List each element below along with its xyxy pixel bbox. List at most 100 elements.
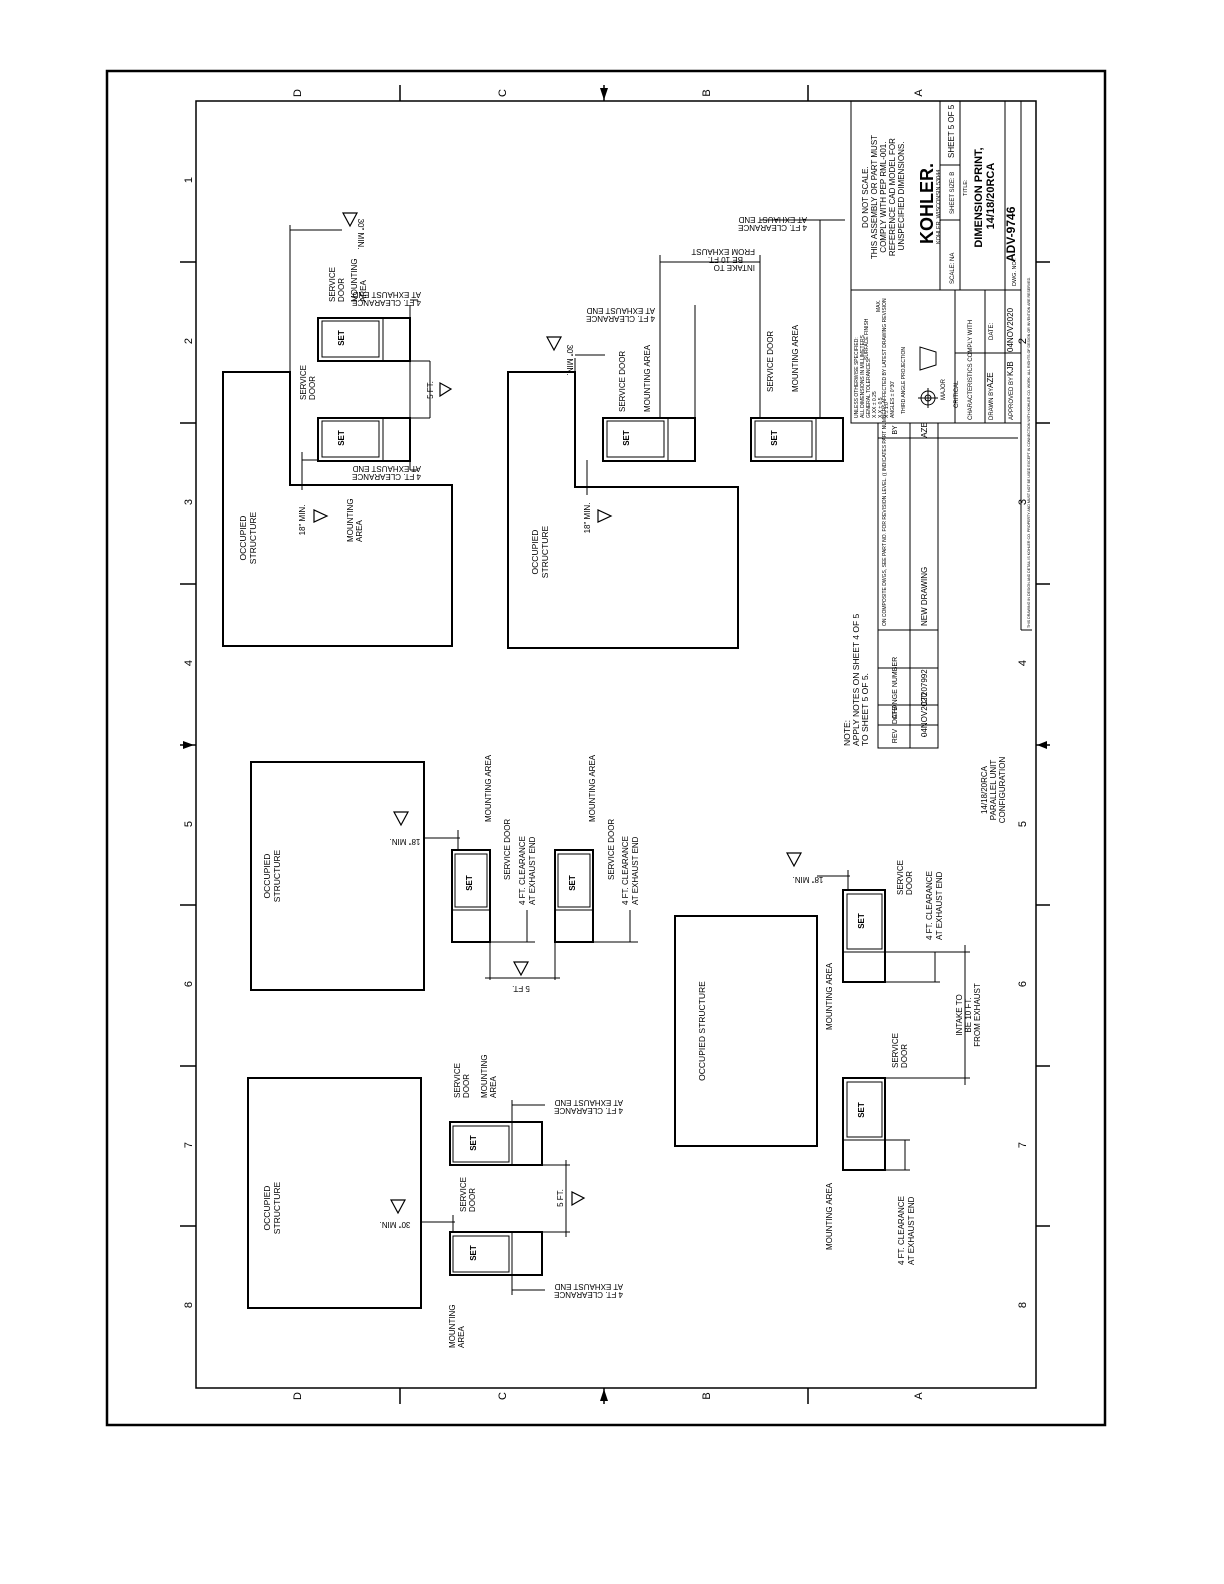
callout-label: MOUNTINGAREA [480,1054,498,1098]
by-header: BY [892,425,899,435]
callout-label: SERVICE DOOR [607,819,616,880]
occupied-structure-label: OCCUPIED STRUCTURE [697,981,707,1081]
generator-set [842,889,886,983]
occupied-structure-label: OCCUPIEDSTRUCTURE [530,525,550,578]
note-triangle-icon [439,381,453,398]
clearance-label: AT EXHAUST END [935,871,944,940]
set-label: SET [469,1245,478,1261]
configuration-2: OCCUPIEDSTRUCTURE SET SET 30" MIN. 18" M… [507,215,845,649]
change-header: CHANGE NUMBER [892,657,899,719]
zone-number: 8 [183,1302,195,1308]
clearance-label: 4 FT. CLEARANCE [518,836,527,905]
zone-number: 6 [183,981,195,987]
company-address: KOHLER, WISCONSIN 53044 [936,170,942,244]
dimension-label: 5 FT. [426,381,435,399]
zone-number: 4 [183,660,195,666]
set-label: SET [568,875,577,891]
clearance-label: 4 FT. CLEARANCE [897,1196,906,1265]
dimension-label: 18" MIN. [793,875,824,884]
clearance-label: 4 FT. CLEARANCE [738,223,807,232]
zone-number: 5 [183,821,195,827]
outer-border [105,69,1107,1427]
callout-label: MOUNTING AREA [484,754,493,822]
characteristics-label: CHARACTERISTICS COMPLY WITH [968,320,974,420]
description-value: NEW DRAWING [920,567,929,626]
max-label: MAX. [876,300,882,312]
date-value: 04NOV2020 [1006,307,1015,352]
set-label: SET [857,1102,866,1118]
description-header: ON COMPOSITE DWGS, SEE PART NO. FOR REVI… [882,298,888,626]
callout-label: SERVICEDOOR [891,1033,909,1068]
occupied-structure-outline [250,761,425,991]
date-label: DATE: [989,322,995,340]
generator-set [317,417,411,462]
callout-label: MOUNTINGAREA [346,498,364,542]
intake-label: INTAKE TO [955,994,964,1035]
approved-by-label: APPROVED BY [1009,377,1015,420]
dimension-label: 18" MIN. [583,503,592,534]
drawn-by-value: AZE [986,372,995,388]
zone-number: 3 [183,499,195,505]
clearance-label: AT EXHAUST END [352,464,421,473]
clearance-label: 4 FT. CLEARANCE [554,1290,623,1299]
note-triangle-icon [785,852,803,868]
zone-letter: D [292,1392,304,1400]
projection-label: THIRD ANGLE PROJECTION [901,347,907,414]
generator-set [449,1121,543,1166]
sheet-number: SHEET 5 OF 5 [947,104,956,158]
generator-set [750,417,844,462]
callout-label: MOUNTINGAREA [448,1304,466,1348]
clearance-label: AT EXHAUST END [554,1098,623,1107]
callout-label: SERVICE DOOR [618,351,627,412]
zone-number: 3 [1017,499,1029,505]
clearance-label: 4 FT. CLEARANCE [925,871,934,940]
callout-label: SERVICEDOOR [328,267,346,302]
clearance-label: AT EXHAUST END [907,1196,916,1265]
callout-label: MOUNTING AREA [825,1182,834,1250]
clearance-label: AT EXHAUST END [586,306,655,315]
date-value: 04NOV2020 [920,692,929,737]
callout-label: SERVICEDOOR [896,860,914,895]
zone-number: 2 [1017,338,1029,344]
callout-label: MOUNTING AREA [588,754,597,822]
occupied-structure-outline [247,1077,422,1309]
callout-label: SERVICEDOOR [299,365,317,400]
configuration-4: OCCUPIEDSTRUCTURE SET SET 30" MIN. 5 FT.… [247,1054,623,1348]
occupied-structure-label: OCCUPIEDSTRUCTURE [262,1181,282,1234]
date-header: DATE [892,706,899,724]
drawing-title: DIMENSION PRINT, 14/18/20RCA [973,144,997,247]
occupied-structure-label: OCCUPIEDSTRUCTURE [262,849,282,902]
generator-set [317,317,411,362]
title-block-frame [850,100,1032,631]
callout-label: SERVICEDOOR [459,1177,477,1212]
intake-label: FROM EXHAUST [973,983,982,1047]
note-triangle-icon [597,509,613,523]
drawn-by-label: DRAWN BY [989,388,995,420]
callout-label: MOUNTING AREA [791,324,800,392]
dimension-label: 18" MIN. [390,837,421,846]
zone-letter: D [292,89,304,97]
title-label: TITLE: [963,179,969,196]
clearance-label: AT EXHAUST END [738,215,807,224]
intake-label: INTAKE TO [714,263,755,272]
zone-number: 2 [183,338,195,344]
revision-table [877,422,1018,749]
callout-label: SERVICE DOOR [503,819,512,880]
configuration-3: OCCUPIEDSTRUCTURE SET SET 18" MIN. 5 FT.… [250,754,640,993]
note-triangle-icon [392,811,410,827]
clearance-label: AT EXHAUST END [631,836,640,905]
zone-letter: A [913,89,925,97]
note-triangle-icon [512,961,530,977]
note-triangle-icon [313,509,329,523]
note-triangle-icon [545,336,563,352]
occupied-structure-outline [674,915,818,1147]
set-label: SET [622,430,631,446]
intake-label: BE 10 FT. [964,997,973,1032]
note-triangle-icon [571,1191,586,1207]
rev-value: - [920,734,929,737]
generator-set [602,417,696,462]
surface-finish-label: SURFACE FINISH [864,318,870,360]
set-label: SET [337,330,346,346]
generator-set [842,1077,886,1171]
